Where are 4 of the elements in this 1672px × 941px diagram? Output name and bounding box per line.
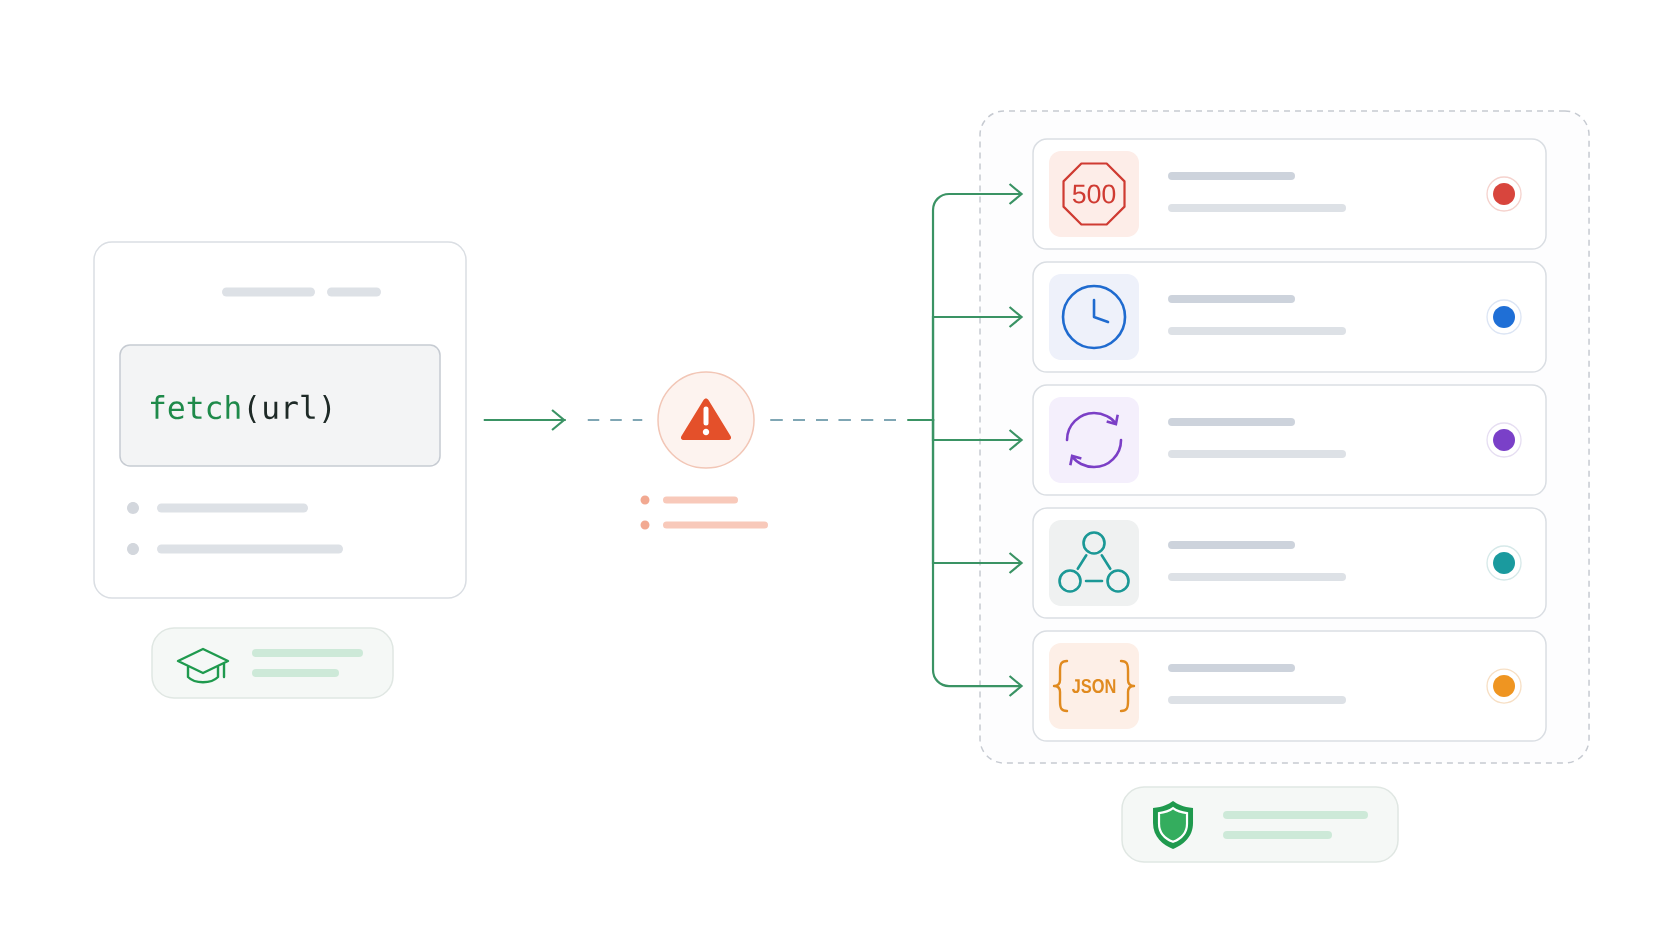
list-card: JSON [1032,630,1547,742]
list-card: 500 [1032,138,1547,250]
arrow [770,418,1024,697]
code-block: fetch(url) [119,344,441,467]
